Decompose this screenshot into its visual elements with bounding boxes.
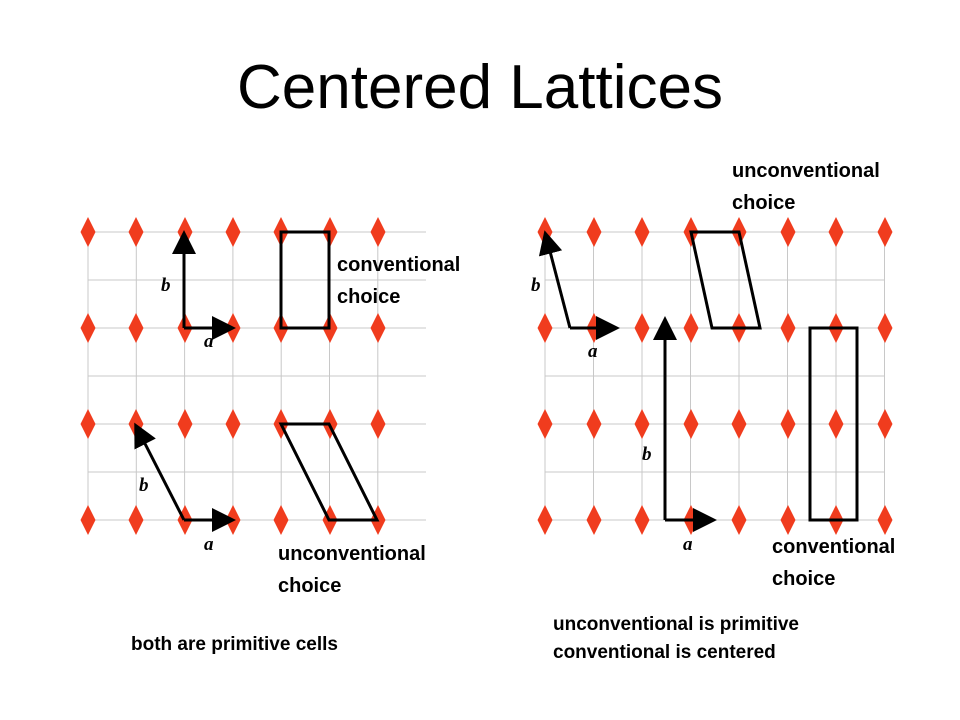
unit-cell: [808, 326, 859, 522]
vector-a-label: a: [204, 534, 214, 555]
label-line: choice: [278, 575, 342, 597]
lattice-point: [80, 313, 96, 343]
lattice-point: [128, 505, 144, 535]
lattice-point: [537, 217, 553, 247]
vector-b-label: b: [642, 444, 652, 465]
lattice-point: [634, 313, 650, 343]
lattice-point: [877, 505, 893, 535]
vector-b: [134, 422, 186, 521]
label-line: unconventional: [732, 160, 880, 182]
left-caption: both are primitive cells: [131, 634, 338, 655]
lattice-point: [634, 217, 650, 247]
lattice-point: [128, 217, 144, 247]
lattice-vectors: [134, 230, 717, 532]
vector-labels: b a b a b a b a: [139, 275, 693, 555]
lattice-point: [780, 505, 796, 535]
lattice-point: [780, 409, 796, 439]
left-unconventional-label: unconventional choice: [278, 538, 426, 602]
lattice-point: [370, 313, 386, 343]
lattice-point: [683, 409, 699, 439]
lattice-point: [634, 505, 650, 535]
lattice-point: [828, 217, 844, 247]
vector-b-label: b: [139, 475, 149, 496]
label-line: unconventional: [278, 543, 426, 565]
lattice-point: [80, 505, 96, 535]
lattice-point: [877, 409, 893, 439]
unit-cell: [279, 230, 331, 330]
page-title: Centered Lattices: [237, 53, 723, 122]
lattice-point: [177, 409, 193, 439]
lattice-point: [225, 217, 241, 247]
lattice-point: [537, 409, 553, 439]
unit-cells: [278, 230, 859, 522]
lattice-point: [877, 313, 893, 343]
lattice-point: [780, 217, 796, 247]
lattice-point: [586, 409, 602, 439]
lattice-point: [877, 217, 893, 247]
lattice-point: [537, 313, 553, 343]
label-line: conventional: [772, 536, 896, 558]
lattice-point: [586, 217, 602, 247]
label-line: choice: [732, 192, 796, 214]
right-conventional-label: conventional choice: [772, 531, 895, 595]
lattice-point: [537, 505, 553, 535]
right-caption: unconventional is primitive conventional…: [553, 611, 799, 667]
vector-a-label: a: [204, 331, 214, 352]
label-line: choice: [772, 568, 836, 590]
lattice-point: [273, 505, 289, 535]
vector-b-label: b: [531, 275, 541, 296]
lattice-point: [128, 313, 144, 343]
lattice-point: [370, 409, 386, 439]
vector-a-label: a: [683, 534, 693, 555]
label-line: choice: [337, 286, 401, 308]
lattice-point: [828, 409, 844, 439]
lattice-point: [731, 409, 747, 439]
lattice-point: [225, 409, 241, 439]
lattice-point: [586, 505, 602, 535]
lattice-point: [80, 217, 96, 247]
lattice-grids: [87, 231, 885, 521]
lattice-point: [634, 409, 650, 439]
lattice-point: [731, 505, 747, 535]
lattice-point: [80, 409, 96, 439]
vector-a-label: a: [588, 341, 598, 362]
vector-b-label: b: [161, 275, 171, 296]
vector-b: [538, 230, 572, 329]
caption-line: unconventional is primitive: [553, 614, 799, 635]
label-line: conventional: [337, 254, 461, 276]
left-conventional-label: conventional choice: [337, 249, 460, 313]
right-unconventional-label: unconventional choice: [732, 155, 880, 219]
caption-line: conventional is centered: [553, 642, 776, 663]
lattice-point: [370, 217, 386, 247]
unit-cell: [278, 422, 380, 522]
lattice-point: [780, 313, 796, 343]
lattice-point: [683, 313, 699, 343]
unit-cell: [689, 230, 762, 330]
